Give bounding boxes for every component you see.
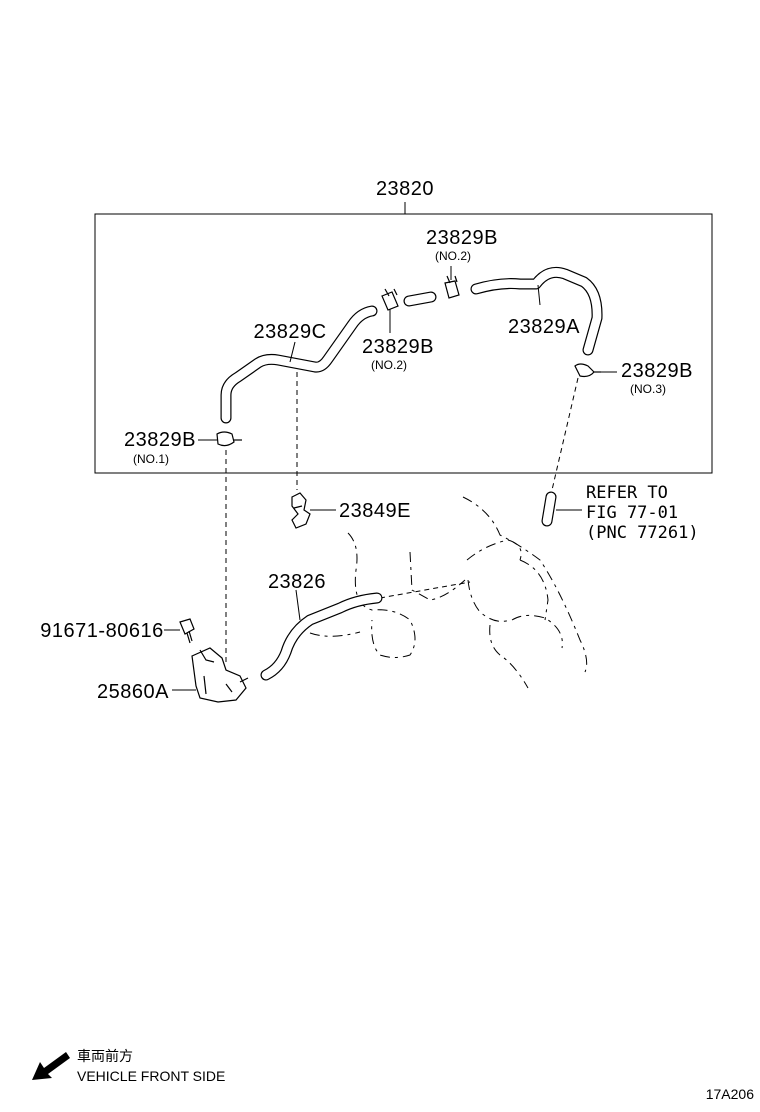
valve-25860a[interactable]	[191, 647, 249, 703]
leader-23829c	[289, 341, 296, 363]
label-clamp-no1[interactable]: 23829B	[124, 429, 196, 451]
clamp-no2-bottom[interactable]	[381, 288, 399, 311]
hose-23829a[interactable]	[470, 266, 603, 356]
clip-23849e[interactable]	[291, 492, 311, 529]
label-23829a[interactable]: 23829A	[508, 316, 580, 338]
label-clamp-no3[interactable]: 23829B	[621, 360, 693, 382]
hose-23826[interactable]	[260, 592, 383, 681]
reference-line-3: (PNC 77261)	[586, 523, 699, 543]
note-clamp-no2-top: (NO.2)	[435, 249, 471, 263]
label-clip[interactable]: 23849E	[339, 500, 411, 522]
clamp-no1[interactable]	[216, 431, 242, 447]
leader-23829a	[537, 284, 541, 306]
direction-en: VEHICLE FRONT SIDE	[77, 1068, 225, 1084]
figure-code: 17A206	[706, 1086, 754, 1102]
label-23826[interactable]: 23826	[268, 571, 326, 593]
note-clamp-no1: (NO.1)	[133, 452, 169, 466]
hose-23829c[interactable]	[220, 305, 378, 424]
reference-pipe[interactable]	[541, 491, 557, 527]
connector-pipe[interactable]	[403, 291, 437, 307]
assembly-frame	[94, 213, 713, 474]
arrow-down-left-icon	[32, 1052, 70, 1080]
engine-outline	[309, 496, 588, 689]
assembly-label[interactable]: 23820	[376, 178, 434, 200]
dash-hose-to-engine	[379, 581, 471, 599]
direction-jp: 車両前方	[77, 1048, 133, 1064]
leader-23826	[295, 589, 301, 621]
note-clamp-no2-bottom: (NO.2)	[371, 358, 407, 372]
dash-no3-to-pipe	[551, 377, 579, 491]
label-valve[interactable]: 25860A	[97, 681, 169, 703]
clamp-no2-top[interactable]	[444, 275, 460, 299]
bolt-91671-80616[interactable]	[179, 618, 195, 644]
note-clamp-no3: (NO.3)	[630, 382, 666, 396]
label-bolt[interactable]: 91671-80616	[40, 620, 163, 642]
reference-line-1: REFER TO	[586, 483, 668, 503]
label-clamp-no2-top[interactable]: 23829B	[426, 227, 498, 249]
label-clamp-no2-bottom[interactable]: 23829B	[362, 336, 434, 358]
label-23829c[interactable]: 23829C	[253, 321, 326, 343]
reference-line-2: FIG 77-01	[586, 503, 678, 523]
clamp-no3[interactable]	[574, 363, 601, 378]
